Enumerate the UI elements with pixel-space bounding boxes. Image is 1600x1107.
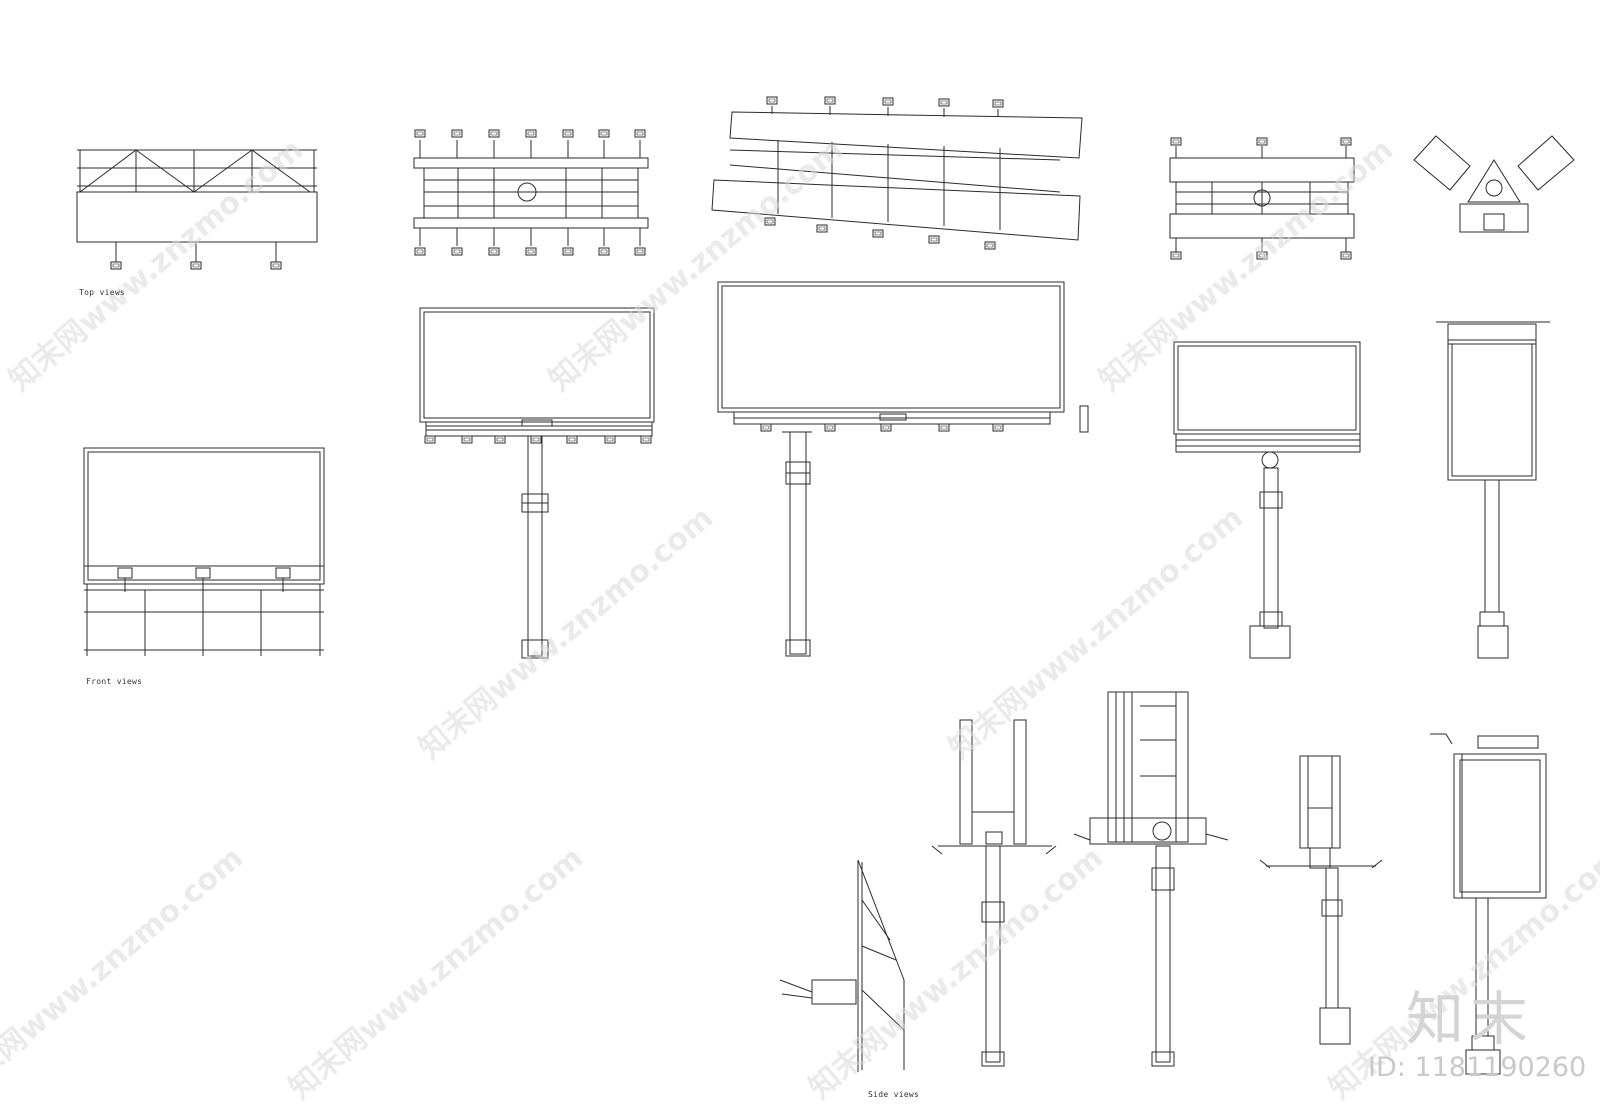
side-view-wall-mounted	[780, 860, 904, 1072]
diagonal-watermarks: 知末网www.znzmo.com 知末网www.znzmo.com 知末网www…	[0, 132, 1600, 1106]
side-views-label: Side views	[868, 1090, 920, 1099]
svg-text:知末网www.znzmo.com: 知末网www.znzmo.com	[943, 500, 1250, 766]
top-views-label: Top views	[79, 288, 126, 297]
side-view-narrow-frame-pole	[1260, 756, 1382, 1044]
top-view-compact-frame	[1170, 137, 1354, 260]
svg-text:知末网www.znzmo.com: 知末网www.znzmo.com	[1093, 132, 1400, 398]
brand-logo-watermark: 知末	[1406, 985, 1535, 1053]
front-view-mid-billboard	[1174, 342, 1360, 658]
svg-text:知末网www.znzmo.com: 知末网www.znzmo.com	[413, 500, 720, 766]
svg-text:知末网www.znzmo.com: 知末网www.znzmo.com	[283, 840, 590, 1106]
top-view-triangular-frame	[1414, 136, 1574, 232]
svg-text:知末网www.znzmo.com: 知末网www.znzmo.com	[3, 132, 310, 398]
side-view-lightbox-pole	[1430, 734, 1546, 1074]
image-id-watermark: ID: 1181190260	[1368, 1052, 1587, 1083]
side-view-v-frame-pole	[932, 720, 1056, 1066]
top-view-flat-frame	[414, 129, 648, 256]
top-view-truss-frame	[77, 150, 317, 270]
svg-text:知末网www.znzmo.com: 知末网www.znzmo.com	[543, 132, 850, 398]
front-view-single-pole-billboard	[420, 308, 654, 658]
svg-text:知末网www.znzmo.com: 知末网www.znzmo.com	[0, 840, 250, 1106]
svg-text:知末网www.znzmo.com: 知末网www.znzmo.com	[803, 840, 1110, 1106]
front-view-large-billboard	[718, 282, 1088, 656]
front-view-roof-mounted	[84, 448, 324, 656]
side-view-tall-frame-pole	[1074, 692, 1228, 1066]
top-view-v-shaped-frame	[712, 96, 1082, 250]
front-views-label: Front views	[86, 677, 143, 686]
front-view-lightbox-sign	[1436, 322, 1550, 658]
